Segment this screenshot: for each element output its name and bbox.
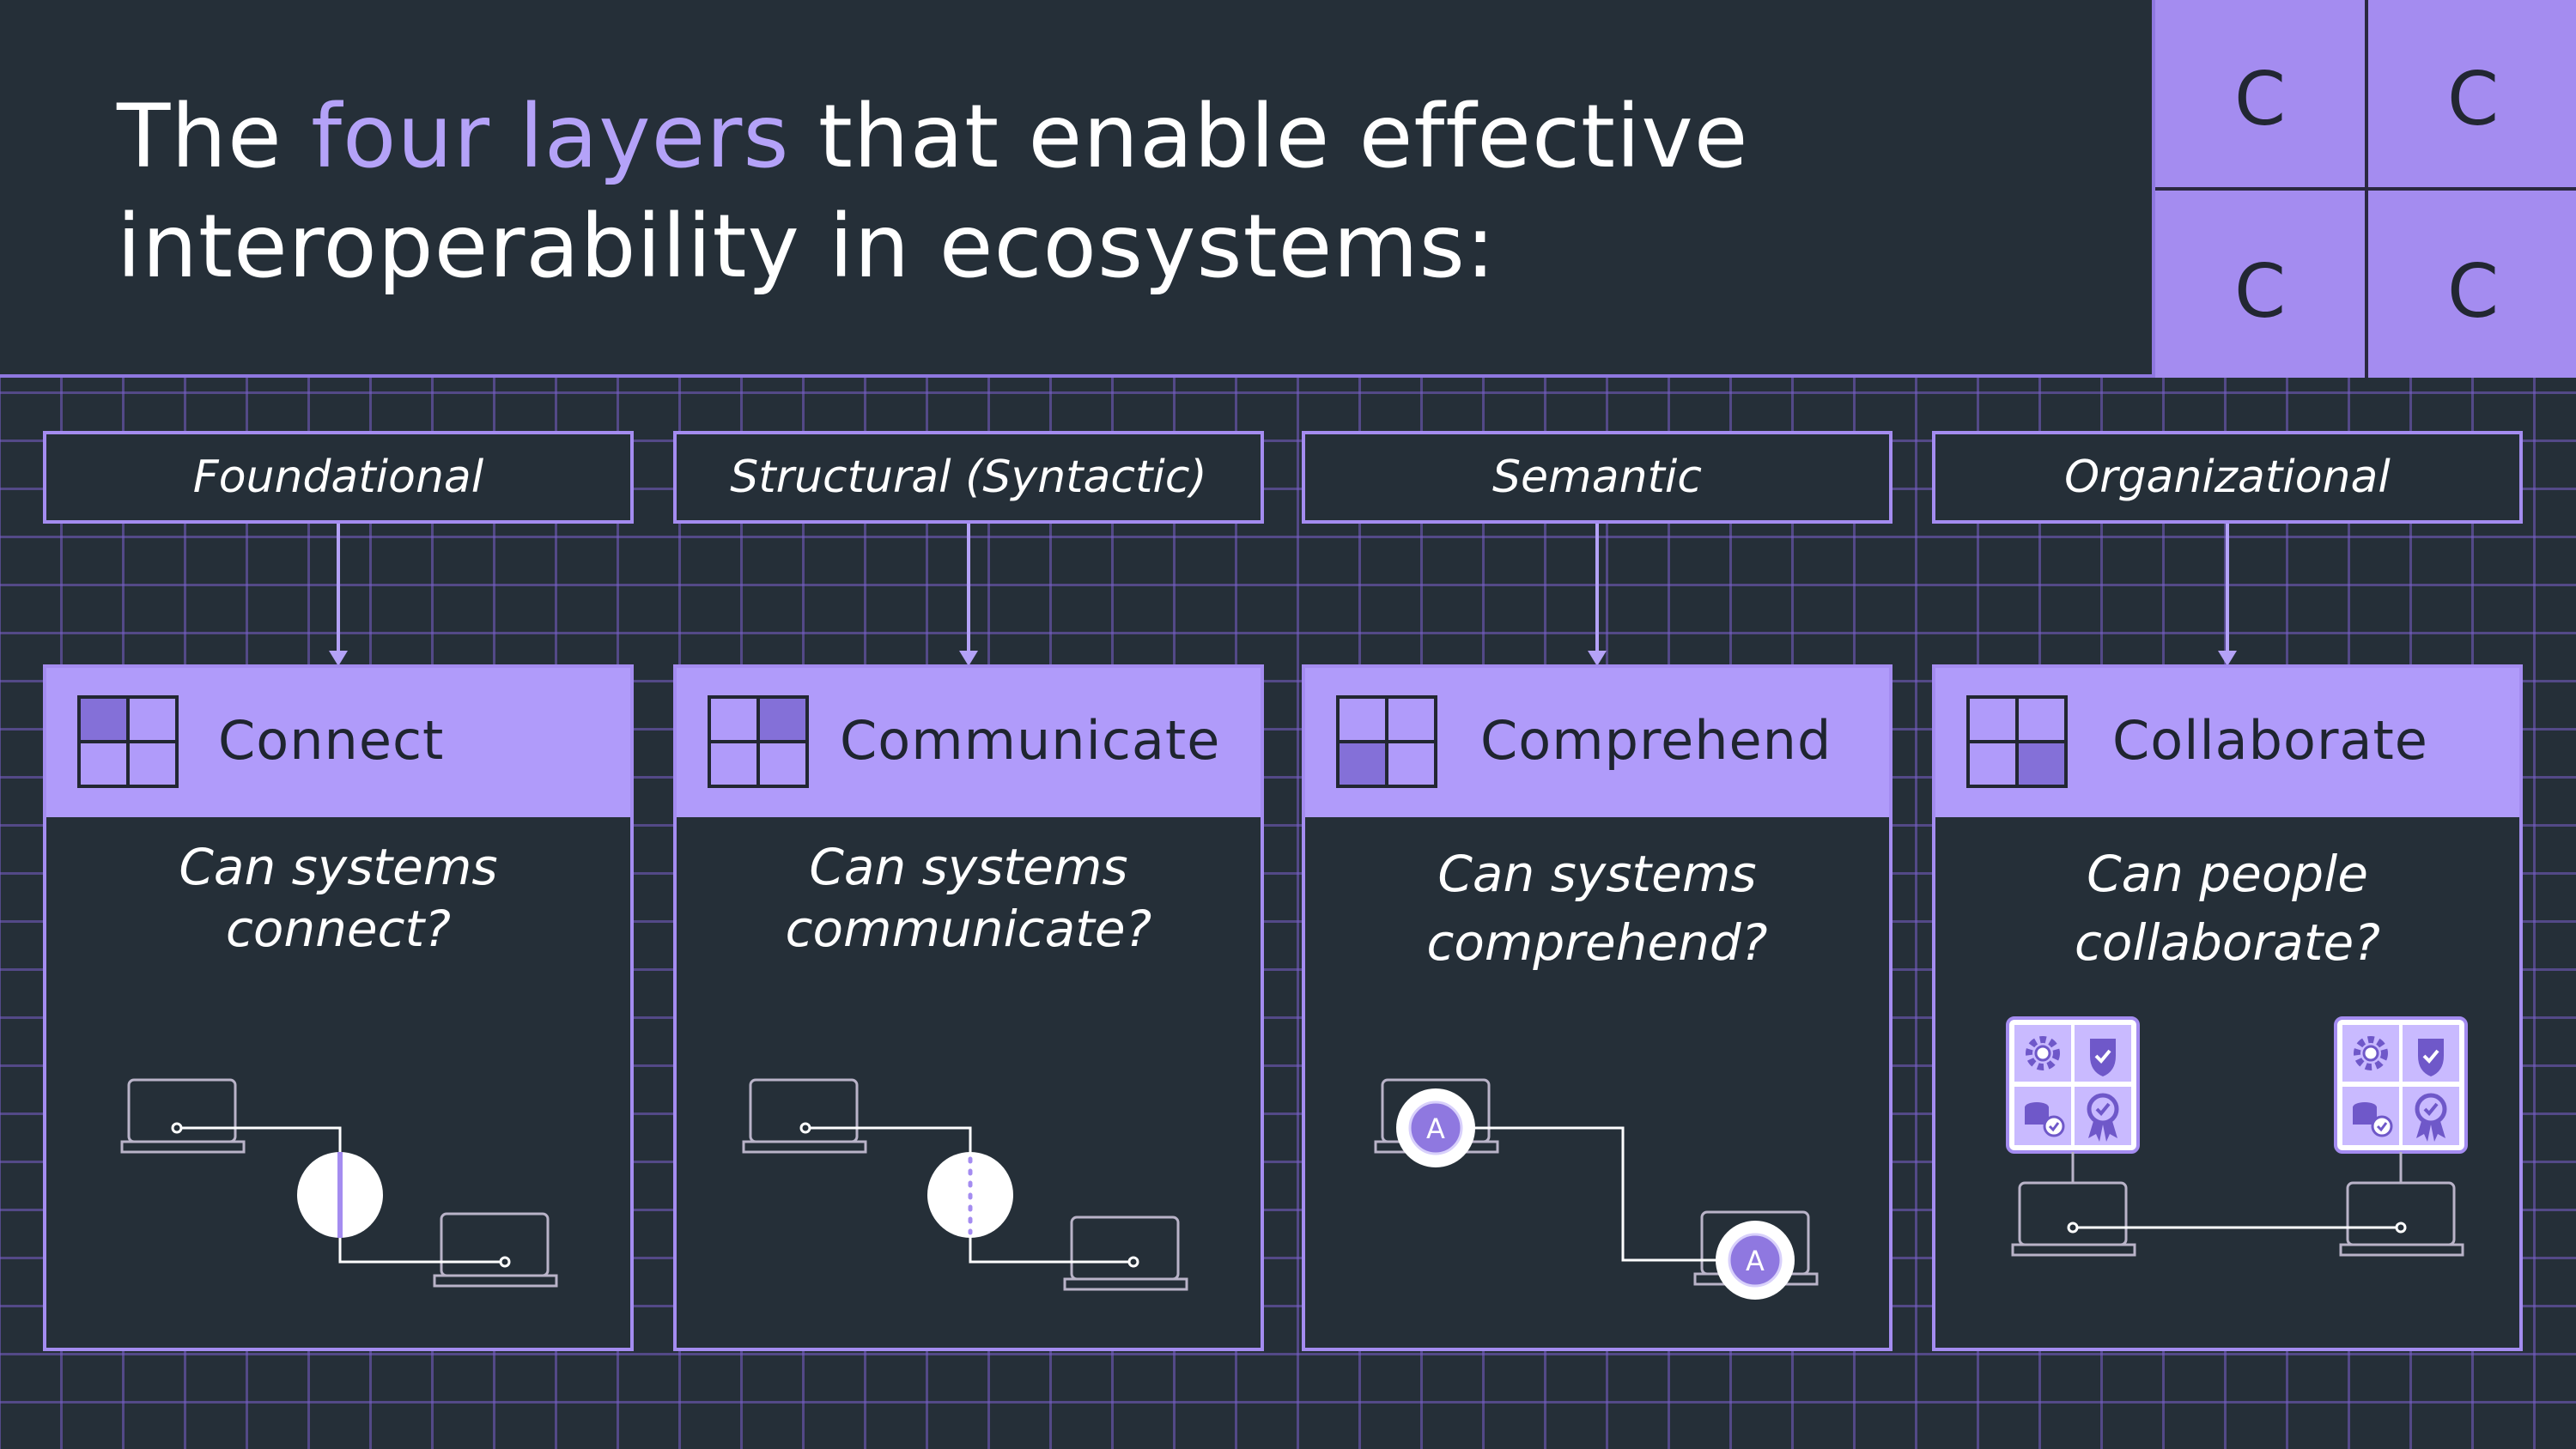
layer-label-foundational: Foundational bbox=[43, 431, 634, 524]
card-connect: Connect Can systems connect? bbox=[43, 664, 634, 1351]
collaborate-illustration bbox=[1935, 668, 2526, 1257]
connector-line bbox=[2226, 524, 2229, 661]
card-header: Communicate bbox=[677, 668, 1261, 817]
title-accent: four layers bbox=[311, 86, 790, 188]
card-question: Can people collaborate? bbox=[2074, 845, 2381, 972]
card-title: Communicate bbox=[840, 709, 1221, 772]
grid-quadrant-icon bbox=[708, 695, 809, 788]
card-question: Can systems communicate? bbox=[785, 838, 1152, 958]
connect-illustration bbox=[120, 1078, 558, 1288]
title-text-line2: interoperability in ecosystems: bbox=[117, 196, 1497, 298]
arrow-down-icon bbox=[959, 651, 978, 666]
four-c-grid-logo: C C C C bbox=[2152, 0, 2576, 378]
layer-label-organizational: Organizational bbox=[1932, 431, 2523, 524]
communicate-illustration bbox=[742, 1078, 1188, 1291]
badge-a-icon: A bbox=[1716, 1221, 1795, 1300]
card-question: Can systems comprehend? bbox=[1426, 845, 1768, 972]
layer-label-structural: Structural (Syntactic) bbox=[673, 431, 1264, 524]
svg-text:A: A bbox=[1426, 1113, 1445, 1145]
laptop-icon bbox=[1070, 1216, 1180, 1281]
grid-quadrant-icon bbox=[1336, 695, 1437, 788]
laptop-base bbox=[433, 1274, 558, 1288]
laptop-icon bbox=[127, 1078, 237, 1143]
card-header: Comprehend bbox=[1305, 668, 1889, 817]
card-header: Connect bbox=[46, 668, 630, 817]
card-collaborate: Collaborate Can people collaborate? bbox=[1932, 664, 2523, 1351]
card-comprehend: Comprehend Can systems comprehend? A A bbox=[1302, 664, 1893, 1351]
logo-letter: C bbox=[2446, 57, 2500, 142]
card-title: Collaborate bbox=[2112, 709, 2428, 772]
badge-a-icon: A bbox=[1396, 1088, 1475, 1167]
logo-letter: C bbox=[2233, 57, 2287, 142]
grid-quadrant-icon bbox=[77, 695, 179, 788]
comprehend-illustration: A A bbox=[1374, 1078, 1819, 1300]
card-header: Collaborate bbox=[1935, 668, 2519, 817]
layer-label-semantic: Semantic bbox=[1302, 431, 1893, 524]
arrow-down-icon bbox=[2218, 651, 2237, 666]
laptop-icon bbox=[440, 1212, 550, 1277]
capabilities-tile-icon bbox=[2008, 1018, 2138, 1152]
arrow-down-icon bbox=[1588, 651, 1607, 666]
card-title: Comprehend bbox=[1480, 709, 1832, 772]
logo-letter: C bbox=[2446, 249, 2500, 335]
laptop-icon bbox=[2018, 1181, 2128, 1246]
laptop-base bbox=[120, 1140, 246, 1154]
connector-line bbox=[1595, 524, 1599, 661]
svg-text:A: A bbox=[1746, 1245, 1765, 1277]
arrow-down-icon bbox=[329, 651, 348, 666]
laptop-icon bbox=[2346, 1181, 2456, 1246]
header: The four layers that enable effective in… bbox=[0, 0, 2152, 378]
connector-line bbox=[337, 524, 340, 661]
capabilities-tile-icon bbox=[2336, 1018, 2466, 1152]
page-title: The four layers that enable effective in… bbox=[117, 82, 2006, 302]
logo-divider-horizontal bbox=[2155, 187, 2576, 191]
title-text: that enable effective bbox=[789, 86, 1749, 188]
card-question: Can systems connect? bbox=[179, 838, 498, 958]
card-title: Connect bbox=[218, 709, 445, 772]
card-communicate: Communicate Can systems communicate? bbox=[673, 664, 1264, 1351]
logo-letter: C bbox=[2233, 249, 2287, 335]
connector-line bbox=[967, 524, 970, 661]
grid-quadrant-icon bbox=[1966, 695, 2068, 788]
title-text: The bbox=[117, 86, 312, 188]
